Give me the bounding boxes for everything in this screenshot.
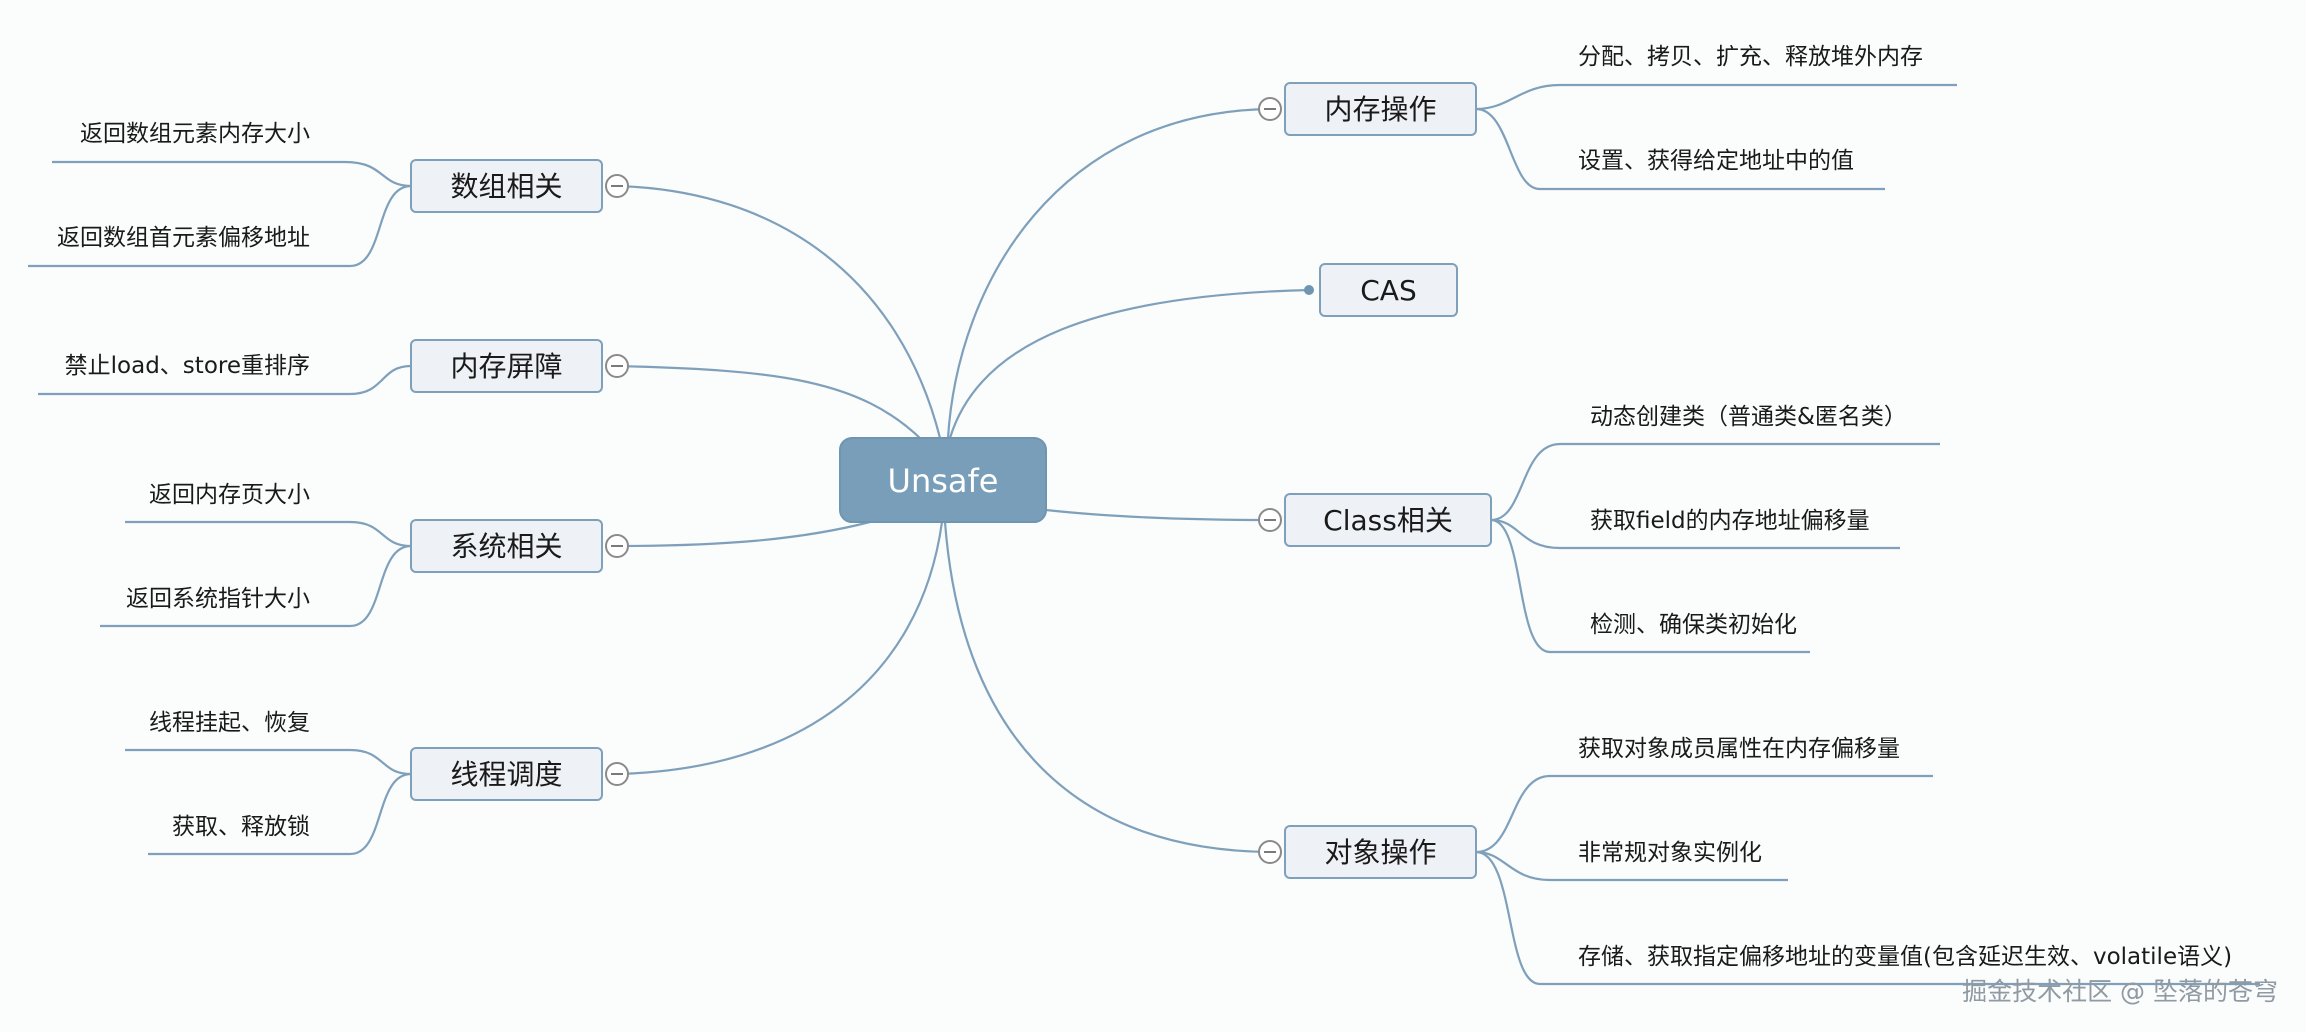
connector-cas: [948, 288, 1311, 439]
collapse-toggle-thread-scheduling[interactable]: [605, 762, 629, 786]
branch-class-related-label: Class相关: [1323, 504, 1453, 537]
connector-array-leaf-1: [52, 160, 412, 188]
collapse-toggle-memory-barrier[interactable]: [605, 354, 629, 378]
leaf-memory-ops-2: 设置、获得给定地址中的值: [1578, 148, 1854, 174]
branch-object-ops-label: 对象操作: [1324, 836, 1436, 869]
connector-barrier-leaf-1: [38, 364, 412, 396]
leaf-object-ops-1: 获取对象成员属性在内存偏移量: [1578, 736, 1900, 762]
connector-thread-leaf-1: [125, 748, 412, 776]
connector-memory-ops-leaf-1: [1475, 83, 1957, 111]
leaf-memory-ops-1: 分配、拷贝、扩充、释放堆外内存: [1578, 44, 1923, 70]
connector-object-leaf-2: [1475, 850, 1788, 882]
collapse-toggle-array-related[interactable]: [605, 174, 629, 198]
connector-memory-barrier: [615, 364, 923, 441]
branch-object-ops[interactable]: 对象操作: [1284, 825, 1477, 879]
branch-thread-scheduling-label: 线程调度: [450, 758, 562, 791]
connector-class-leaf-2: [1490, 518, 1900, 550]
leaf-memory-barrier-1: 禁止load、store重排序: [65, 353, 310, 379]
root-label: Unsafe: [888, 462, 999, 500]
branch-memory-barrier-label: 内存屏障: [450, 350, 562, 383]
connector-object-ops: [943, 521, 1271, 854]
branch-memory-ops-label: 内存操作: [1324, 93, 1436, 126]
leaf-system-related-2: 返回系统指针大小: [126, 586, 310, 612]
branch-array-related[interactable]: 数组相关: [410, 159, 603, 213]
root-node[interactable]: Unsafe: [839, 437, 1047, 523]
branch-array-related-label: 数组相关: [450, 170, 562, 203]
connector-thread-scheduling: [615, 521, 944, 776]
connector-class-related: [1045, 508, 1271, 522]
leaf-class-related-1: 动态创建类（普通类&匿名类）: [1590, 404, 1907, 430]
branch-cas[interactable]: CAS: [1319, 263, 1458, 317]
leaf-class-related-3: 检测、确保类初始化: [1590, 612, 1797, 638]
leaf-thread-scheduling-1: 线程挂起、恢复: [149, 710, 310, 736]
branch-cas-label: CAS: [1360, 274, 1416, 307]
connector-object-leaf-1: [1475, 774, 1933, 854]
branch-class-related[interactable]: Class相关: [1284, 493, 1492, 547]
branch-thread-scheduling[interactable]: 线程调度: [410, 747, 603, 801]
leaf-class-related-2: 获取field的内存地址偏移量: [1590, 508, 1870, 534]
leaf-thread-scheduling-2: 获取、释放锁: [172, 814, 310, 840]
collapse-toggle-system-related[interactable]: [605, 534, 629, 558]
branch-memory-ops[interactable]: 内存操作: [1284, 82, 1477, 136]
cas-endpoint-dot: [1304, 285, 1314, 295]
connector-class-leaf-3: [1490, 518, 1810, 654]
collapse-toggle-object-ops[interactable]: [1258, 840, 1282, 864]
connector-class-leaf-1: [1490, 442, 1940, 522]
leaf-system-related-1: 返回内存页大小: [149, 482, 310, 508]
connector-system-leaf-1: [125, 520, 412, 548]
leaf-array-related-1: 返回数组元素内存大小: [80, 121, 310, 147]
connector-array-related: [615, 184, 942, 439]
connector-object-leaf-3: [1475, 850, 2260, 986]
watermark: 掘金技术社区 @ 坠落的苍穹: [1962, 977, 2278, 1006]
connector-system-related: [615, 520, 871, 548]
branch-system-related[interactable]: 系统相关: [410, 519, 603, 573]
branch-memory-barrier[interactable]: 内存屏障: [410, 339, 603, 393]
connector-array-leaf-2: [28, 184, 412, 268]
branch-system-related-label: 系统相关: [450, 530, 562, 563]
connector-memory-ops: [946, 107, 1271, 439]
leaf-object-ops-2: 非常规对象实例化: [1578, 840, 1762, 866]
leaf-array-related-2: 返回数组首元素偏移地址: [57, 225, 310, 251]
connector-system-leaf-2: [100, 544, 412, 628]
root-connectors: [615, 107, 1311, 854]
collapse-toggle-memory-ops[interactable]: [1258, 97, 1282, 121]
connector-memory-ops-leaf-2: [1475, 107, 1885, 191]
leaf-object-ops-3: 存储、获取指定偏移地址的变量值(包含延迟生效、volatile语义): [1578, 944, 2232, 970]
connector-thread-leaf-2: [148, 772, 412, 856]
collapse-toggle-class-related[interactable]: [1258, 508, 1282, 532]
